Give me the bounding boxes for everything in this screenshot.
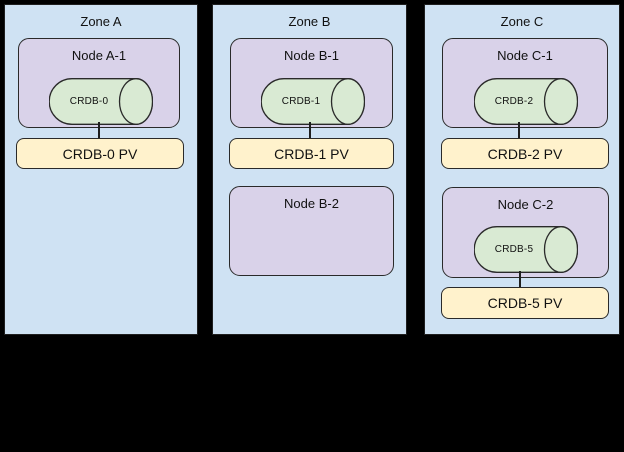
cylinder-crdb-5: CRDB-5 [474, 226, 578, 273]
node-b1-label: Node B-1 [284, 48, 339, 63]
connector-b1-pv [309, 122, 311, 139]
cylinder-crdb-1: CRDB-1 [261, 78, 365, 125]
cylinder-crdb-5-label: CRDB-5 [494, 244, 534, 255]
pv-crdb-5: CRDB-5 PV [441, 287, 609, 319]
zone-c: Zone C Node C-1 CRDB-2 CRDB-2 PV Node C-… [424, 4, 620, 335]
node-c1-label: Node C-1 [497, 48, 553, 63]
node-b2-label: Node B-2 [284, 196, 339, 211]
pv-crdb-2-label: CRDB-2 PV [487, 145, 563, 162]
zone-a: Zone A Node A-1 CRDB-0 CRDB-0 PV [4, 4, 198, 335]
node-c1: Node C-1 CRDB-2 [442, 38, 608, 128]
database-cylinder-icon [261, 78, 365, 125]
connector-a1-pv [98, 122, 100, 139]
zone-b-label: Zone B [288, 14, 331, 29]
cylinder-crdb-0: CRDB-0 [49, 78, 153, 125]
database-cylinder-icon [474, 78, 578, 125]
node-c2-label: Node C-2 [497, 197, 554, 212]
node-a1-label: Node A-1 [71, 48, 127, 63]
database-cylinder-icon [474, 226, 578, 273]
node-c2: Node C-2 CRDB-5 [442, 187, 609, 278]
zone-b: Zone B Node B-1 CRDB-1 CRDB-1 PV Node B-… [212, 4, 407, 335]
cylinder-crdb-2: CRDB-2 [474, 78, 578, 125]
pv-crdb-0-label: CRDB-0 PV [62, 145, 138, 162]
pv-crdb-0: CRDB-0 PV [16, 138, 184, 169]
pv-crdb-1: CRDB-1 PV [229, 138, 394, 169]
connector-c1-pv [518, 122, 520, 139]
cylinder-crdb-1-label: CRDB-1 [281, 96, 321, 107]
pv-crdb-1-label: CRDB-1 PV [274, 145, 349, 162]
cylinder-crdb-0-label: CRDB-0 [69, 96, 109, 107]
zone-c-label: Zone C [500, 14, 544, 29]
pv-crdb-5-label: CRDB-5 PV [487, 295, 563, 311]
cylinder-crdb-2-label: CRDB-2 [494, 96, 534, 107]
node-a1: Node A-1 CRDB-0 [18, 38, 180, 128]
connector-c2-pv [519, 271, 521, 288]
database-cylinder-icon [49, 78, 153, 125]
node-b2: Node B-2 [229, 186, 394, 276]
pv-crdb-2: CRDB-2 PV [441, 138, 609, 169]
node-b1: Node B-1 CRDB-1 [230, 38, 393, 128]
zone-a-label: Zone A [80, 14, 122, 29]
